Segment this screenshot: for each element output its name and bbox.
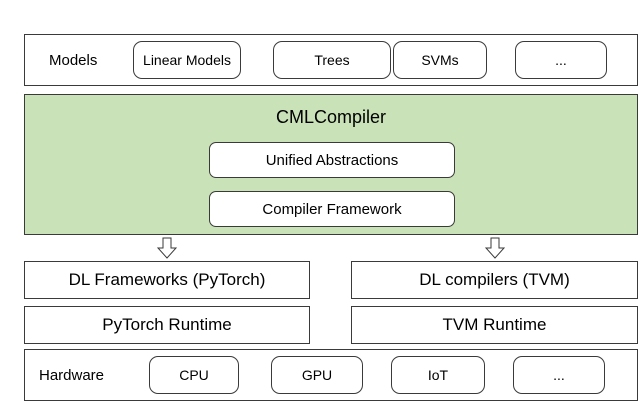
dl-frameworks-box: DL Frameworks (PyTorch) bbox=[24, 261, 310, 299]
models-label: Models bbox=[49, 52, 98, 69]
dl-compilers-box: DL compilers (TVM) bbox=[351, 261, 638, 299]
unified-abstractions-box: Unified Abstractions bbox=[209, 142, 455, 178]
hardware-layer: Hardware CPU GPU IoT ... bbox=[24, 349, 638, 401]
cmlcompiler-title: CMLCompiler bbox=[275, 106, 387, 127]
hardware-more: ... bbox=[513, 356, 605, 394]
model-trees: Trees bbox=[273, 41, 391, 79]
tvm-runtime-box: TVM Runtime bbox=[351, 306, 638, 344]
hardware-cpu: CPU bbox=[149, 356, 239, 394]
down-arrow-left-icon bbox=[157, 237, 177, 259]
down-arrow-right-icon bbox=[485, 237, 505, 259]
hardware-label: Hardware bbox=[39, 367, 105, 384]
models-layer: Models Linear Models Trees SVMs ... bbox=[24, 34, 638, 86]
compiler-framework-box: Compiler Framework bbox=[209, 191, 455, 227]
pytorch-runtime-box: PyTorch Runtime bbox=[24, 306, 310, 344]
cmlcompiler-layer: CMLCompiler Unified Abstractions Compile… bbox=[24, 94, 638, 235]
hardware-iot: IoT bbox=[391, 356, 485, 394]
model-linear-models: Linear Models bbox=[133, 41, 241, 79]
model-more: ... bbox=[515, 41, 607, 79]
hardware-gpu: GPU bbox=[271, 356, 363, 394]
model-svms: SVMs bbox=[393, 41, 487, 79]
